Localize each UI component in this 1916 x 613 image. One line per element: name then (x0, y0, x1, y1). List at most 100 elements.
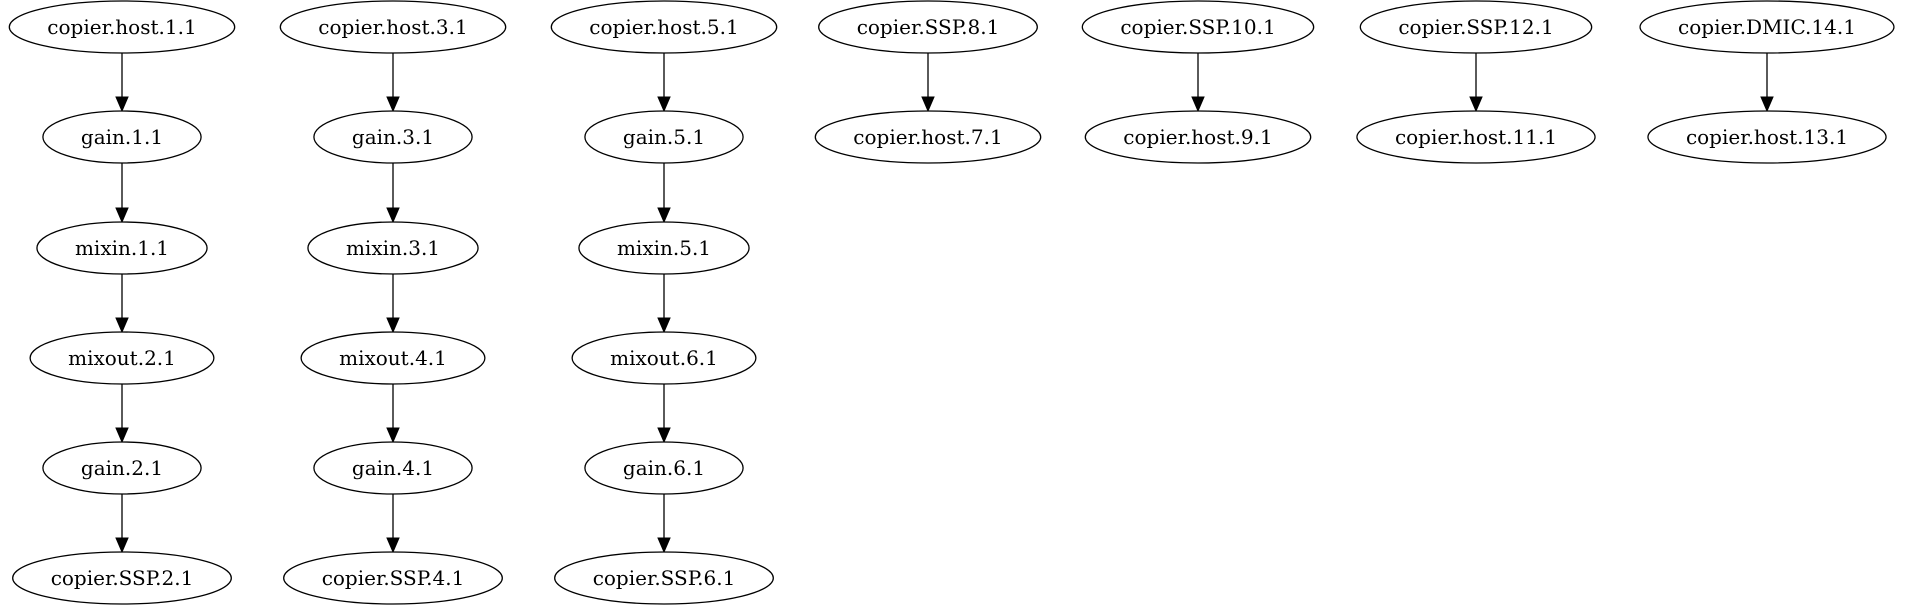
arrow-head-icon (1760, 96, 1774, 113)
graph-nodes: copier.host.1.1 gain.1.1 mixin.1.1 mixout.2… (8, 0, 1895, 605)
node-mixin-1-1: mixin.1.1 (36, 221, 208, 275)
node-ellipse (36, 221, 208, 275)
node-label: copier.host.11.1 (1395, 125, 1557, 149)
node-ellipse (818, 0, 1038, 54)
node-copier-ssp-2-1: copier.SSP.2.1 (12, 551, 232, 605)
node-label: copier.SSP.2.1 (51, 566, 194, 590)
node-ellipse (42, 110, 202, 164)
node-copier-host-7-1: copier.host.7.1 (814, 110, 1042, 164)
edge-gain-5-1-to-mixin-5-1 (657, 163, 671, 224)
edge-gain-3-1-to-mixin-3-1 (386, 163, 400, 224)
node-ellipse (8, 0, 236, 54)
node-label: gain.4.1 (352, 456, 434, 480)
node-ellipse (313, 441, 473, 495)
arrow-head-icon (657, 427, 671, 444)
edge-copier-host-1-1-to-gain-1-1 (115, 53, 129, 113)
node-label: copier.host.1.1 (47, 15, 196, 39)
edge-copier-host-3-1-to-gain-3-1 (386, 53, 400, 113)
node-ellipse (1647, 110, 1887, 164)
node-gain-1-1: gain.1.1 (42, 110, 202, 164)
arrow-head-icon (657, 317, 671, 334)
node-label: gain.1.1 (81, 125, 163, 149)
edge-mixout-6-1-to-gain-6-1 (657, 384, 671, 444)
node-copier-ssp-6-1: copier.SSP.6.1 (554, 551, 774, 605)
node-label: copier.SSP.10.1 (1120, 15, 1275, 39)
edge-copier-ssp-12-1-to-copier-host-11-1 (1469, 53, 1483, 113)
node-copier-host-13-1: copier.host.13.1 (1647, 110, 1887, 164)
arrow-head-icon (386, 317, 400, 334)
arrow-head-icon (1469, 96, 1483, 113)
node-label: copier.SSP.12.1 (1398, 15, 1553, 39)
node-label: gain.2.1 (81, 456, 163, 480)
node-ellipse (1084, 110, 1312, 164)
edge-gain-2-1-to-copier-ssp-2-1 (115, 494, 129, 554)
node-copier-ssp-8-1: copier.SSP.8.1 (818, 0, 1038, 54)
node-mixout-6-1: mixout.6.1 (571, 331, 757, 385)
node-ellipse (12, 551, 232, 605)
node-label: copier.SSP.6.1 (593, 566, 736, 590)
node-copier-host-11-1: copier.host.11.1 (1356, 110, 1596, 164)
edge-copier-dmic-14-1-to-copier-host-13-1 (1760, 53, 1774, 113)
graph-edges (115, 53, 1774, 554)
arrow-head-icon (657, 207, 671, 224)
edge-copier-host-5-1-to-gain-5-1 (657, 53, 671, 113)
node-label: copier.SSP.4.1 (322, 566, 465, 590)
node-label: copier.host.5.1 (589, 15, 738, 39)
node-copier-dmic-14-1: copier.DMIC.14.1 (1639, 0, 1895, 54)
node-ellipse (554, 551, 774, 605)
edge-gain-4-1-to-copier-ssp-4-1 (386, 494, 400, 554)
edge-mixin-5-1-to-mixout-6-1 (657, 274, 671, 334)
node-ellipse (313, 110, 473, 164)
node-label: gain.3.1 (352, 125, 434, 149)
node-label: copier.host.7.1 (853, 125, 1002, 149)
node-mixin-3-1: mixin.3.1 (307, 221, 479, 275)
node-copier-host-5-1: copier.host.5.1 (550, 0, 778, 54)
node-label: mixout.4.1 (339, 346, 447, 370)
node-label: mixin.5.1 (617, 236, 711, 260)
arrow-head-icon (386, 427, 400, 444)
node-ellipse (1359, 0, 1593, 54)
arrow-head-icon (115, 537, 129, 554)
arrow-head-icon (115, 207, 129, 224)
node-ellipse (279, 0, 507, 54)
node-ellipse (42, 441, 202, 495)
node-ellipse (283, 551, 503, 605)
arrow-head-icon (115, 317, 129, 334)
node-ellipse (300, 331, 486, 385)
node-mixout-2-1: mixout.2.1 (29, 331, 215, 385)
node-ellipse (550, 0, 778, 54)
node-copier-ssp-10-1: copier.SSP.10.1 (1081, 0, 1315, 54)
node-label: copier.DMIC.14.1 (1678, 15, 1856, 39)
node-ellipse (584, 110, 744, 164)
node-label: copier.host.9.1 (1123, 125, 1272, 149)
edge-copier-ssp-8-1-to-copier-host-7-1 (921, 53, 935, 113)
node-ellipse (584, 441, 744, 495)
node-gain-6-1: gain.6.1 (584, 441, 744, 495)
node-copier-host-1-1: copier.host.1.1 (8, 0, 236, 54)
arrow-head-icon (386, 207, 400, 224)
edge-gain-1-1-to-mixin-1-1 (115, 163, 129, 224)
node-label: mixout.2.1 (68, 346, 176, 370)
edge-copier-ssp-10-1-to-copier-host-9-1 (1191, 53, 1205, 113)
node-ellipse (307, 221, 479, 275)
node-mixout-4-1: mixout.4.1 (300, 331, 486, 385)
node-label: gain.5.1 (623, 125, 705, 149)
node-copier-ssp-12-1: copier.SSP.12.1 (1359, 0, 1593, 54)
arrow-head-icon (115, 427, 129, 444)
node-copier-ssp-4-1: copier.SSP.4.1 (283, 551, 503, 605)
node-gain-4-1: gain.4.1 (313, 441, 473, 495)
arrow-head-icon (921, 96, 935, 113)
node-ellipse (1639, 0, 1895, 54)
node-label: copier.host.3.1 (318, 15, 467, 39)
node-copier-host-9-1: copier.host.9.1 (1084, 110, 1312, 164)
node-copier-host-3-1: copier.host.3.1 (279, 0, 507, 54)
edge-mixout-2-1-to-gain-2-1 (115, 384, 129, 444)
node-ellipse (29, 331, 215, 385)
node-ellipse (571, 331, 757, 385)
edge-mixout-4-1-to-gain-4-1 (386, 384, 400, 444)
node-label: gain.6.1 (623, 456, 705, 480)
edge-mixin-1-1-to-mixout-2-1 (115, 274, 129, 334)
node-ellipse (1356, 110, 1596, 164)
node-label: mixin.1.1 (75, 236, 169, 260)
